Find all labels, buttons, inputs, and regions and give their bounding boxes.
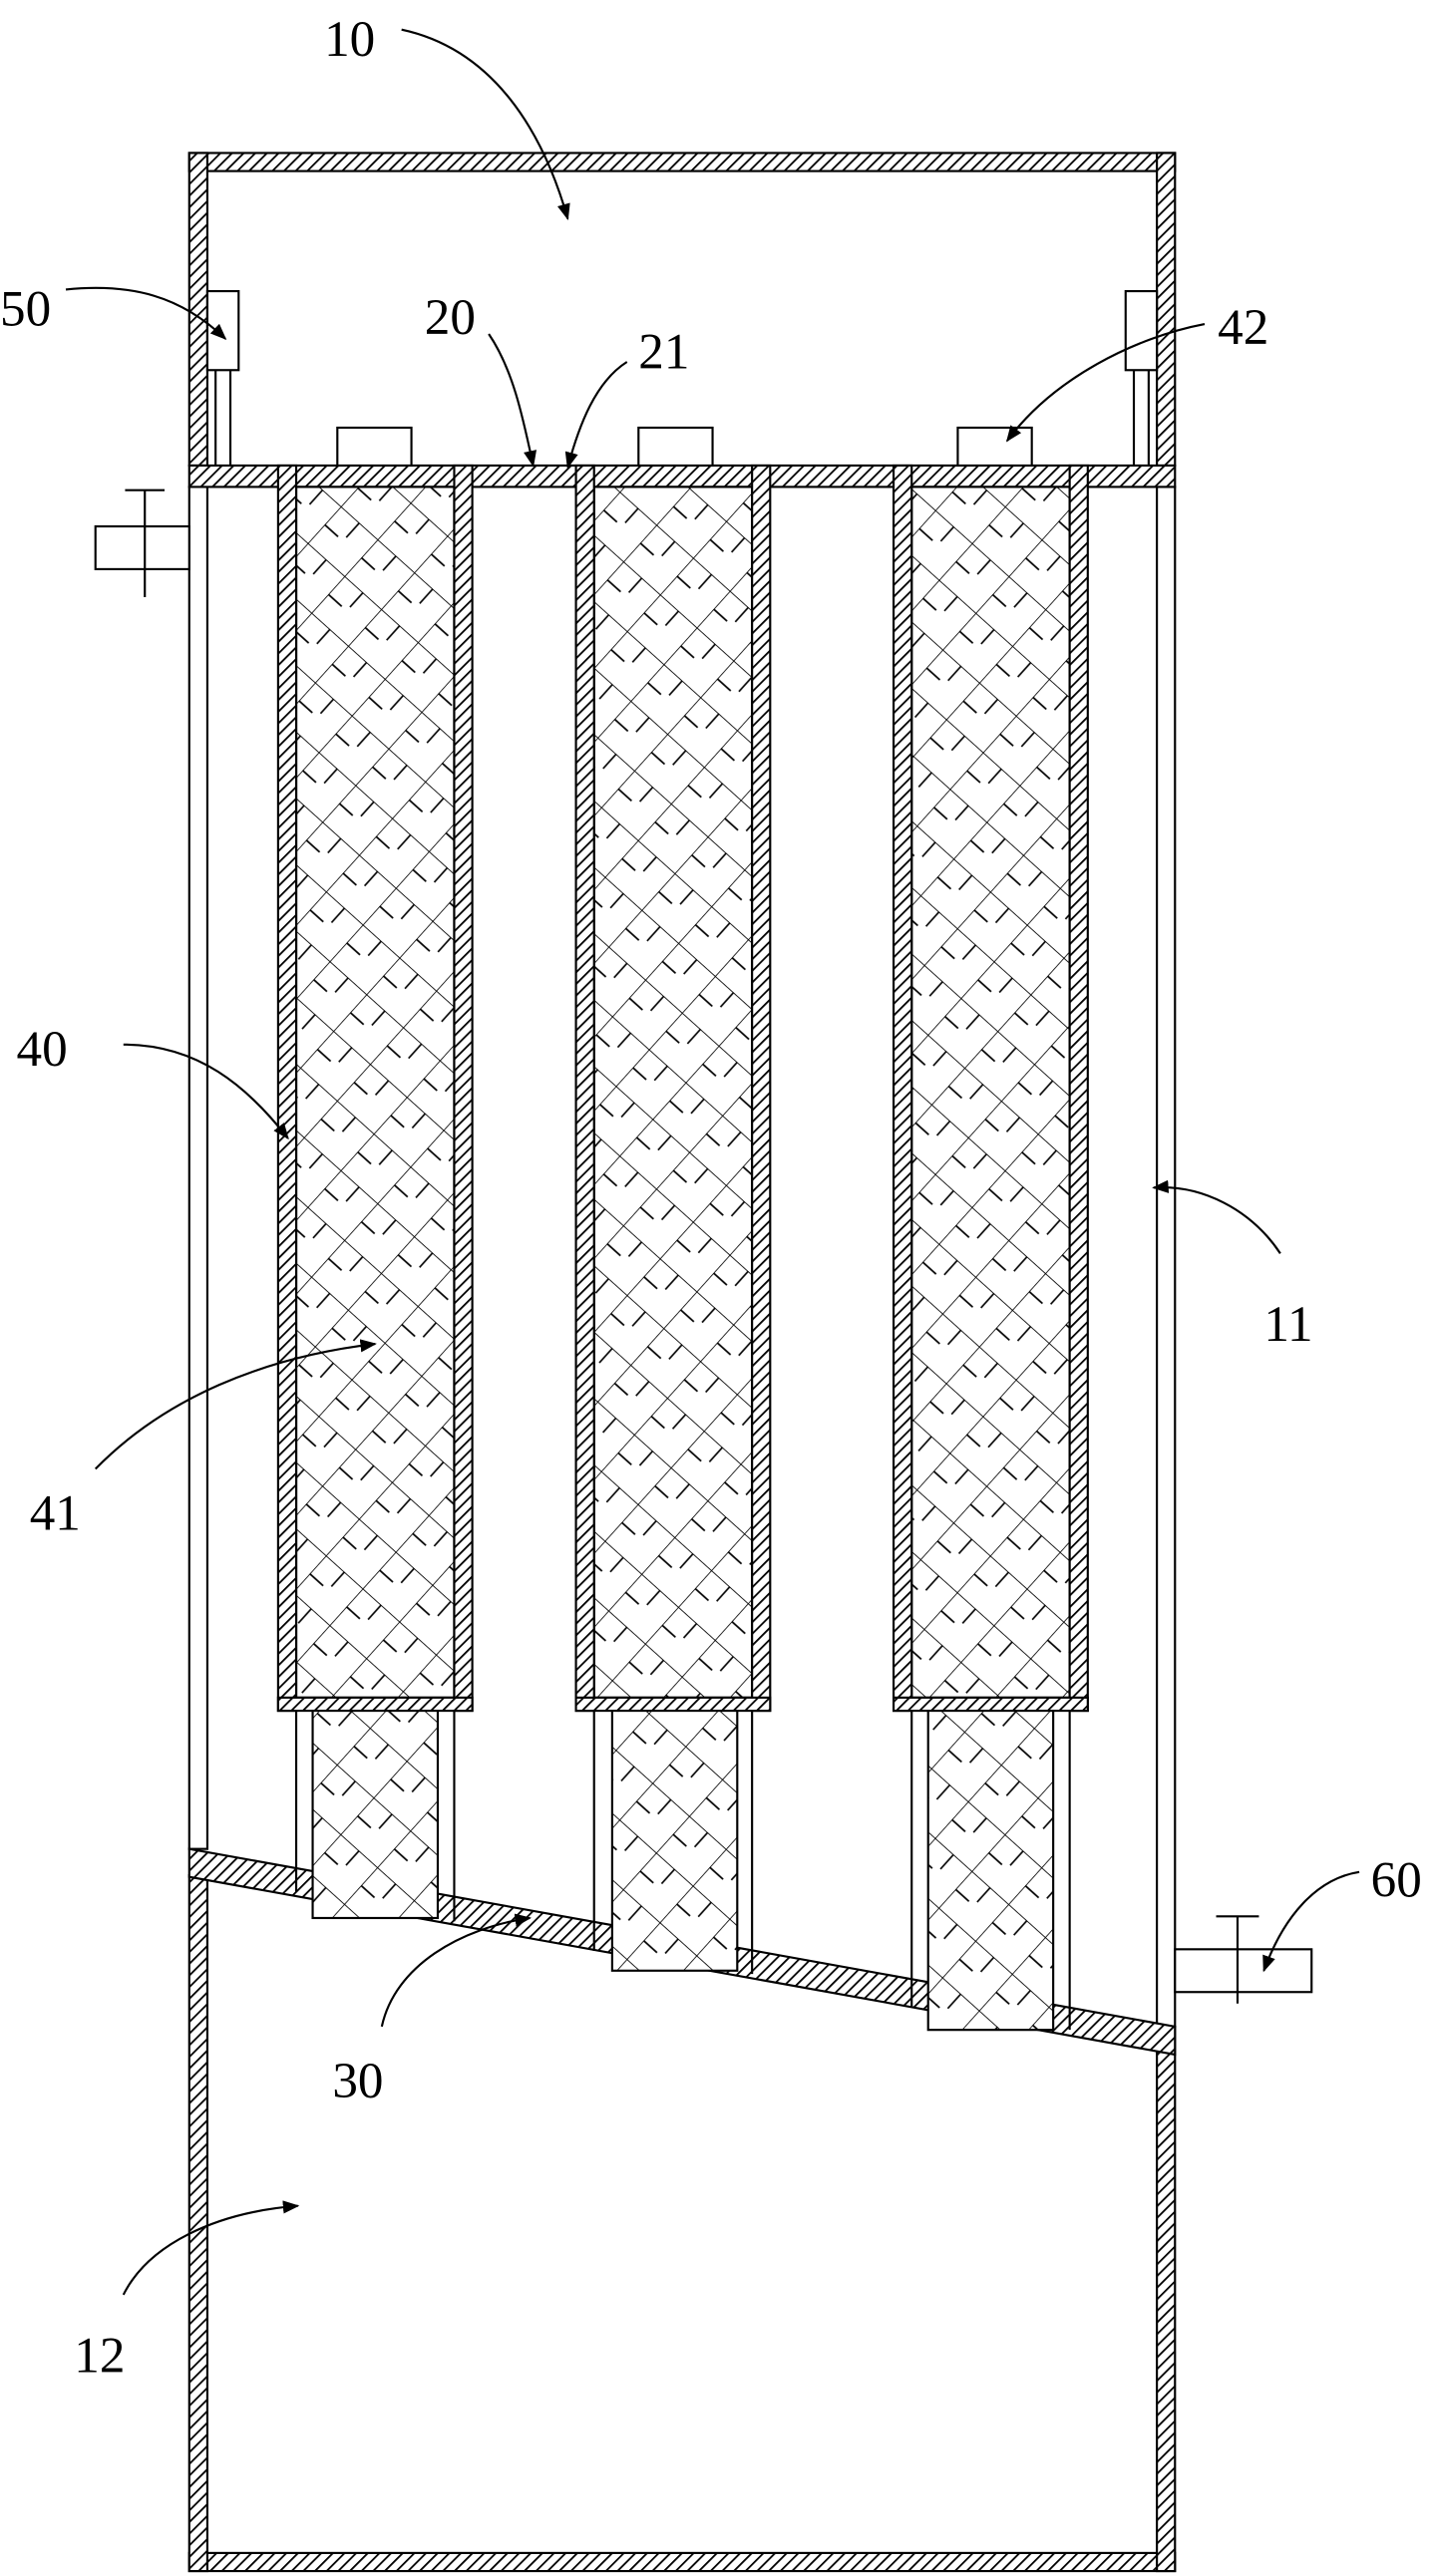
filter-wall-right-3 (1068, 464, 1089, 1713)
label-41: 41 (30, 1485, 81, 1542)
housing-right-lower-wall (1156, 2025, 1177, 2573)
housing-right-middle-wall (1156, 485, 1177, 2028)
filter-cap-2 (637, 426, 714, 468)
leader-50 (65, 286, 227, 341)
filter-element-3 (893, 426, 1089, 2032)
filter-mesh-2 (592, 485, 754, 1699)
filter-cap-3 (956, 426, 1033, 468)
filter-wall-left-1 (276, 464, 298, 1713)
housing-top-wall (187, 152, 1177, 172)
filter-element-2 (574, 426, 772, 1975)
filter-wall-left-3 (893, 464, 913, 1713)
filter-wall-right-2 (751, 464, 772, 1713)
label-12: 12 (74, 2327, 125, 2384)
filter-base-2 (574, 1696, 772, 1713)
tube-sheet-plate (187, 464, 1177, 488)
housing-left-lower-wall (187, 1874, 209, 2573)
outlet-pipe (1174, 1915, 1313, 2004)
label-40: 40 (17, 1021, 68, 1078)
label-11: 11 (1263, 1296, 1312, 1353)
label-30: 30 (332, 2053, 383, 2109)
housing-right-upper-wall (1156, 152, 1177, 468)
filter-stem-1 (311, 1709, 440, 1920)
leader-30 (380, 1913, 533, 2028)
leader-20 (488, 333, 538, 468)
leader-11 (1152, 1179, 1281, 1254)
label-20: 20 (425, 289, 476, 346)
leader-lines (65, 28, 1360, 2296)
inlet-pipe (94, 488, 190, 597)
label-60: 60 (1371, 1852, 1422, 1909)
label-42: 42 (1218, 299, 1268, 356)
label-50: 50 (0, 281, 51, 338)
left-bracket-body (205, 289, 240, 372)
tube-sheet (187, 464, 1177, 488)
filter-element-1 (276, 426, 474, 1922)
filter-wall-right-1 (453, 464, 474, 1713)
leader-12 (122, 2200, 300, 2296)
filter-mesh-1 (294, 485, 456, 1699)
filter-base-3 (893, 1696, 1089, 1713)
left-bracket (205, 289, 240, 466)
label-10: 10 (324, 11, 375, 68)
filter-stem-3 (926, 1709, 1055, 2032)
leader-21 (564, 361, 628, 470)
outer-housing (187, 152, 1177, 2573)
right-bracket-body (1124, 289, 1159, 372)
leader-42 (1005, 323, 1206, 443)
housing-bottom-wall (187, 2551, 1177, 2573)
right-bracket (1124, 289, 1159, 466)
filter-wall-left-2 (574, 464, 595, 1713)
leader-60 (1262, 1870, 1360, 1973)
reference-labels: 10 50 20 21 42 40 11 41 60 30 12 (0, 11, 1422, 2384)
filter-cap-1 (336, 426, 413, 468)
housing-left-middle-wall (187, 485, 209, 1850)
filter-base-1 (276, 1696, 474, 1713)
label-21: 21 (638, 324, 689, 381)
filter-stem-2 (610, 1709, 739, 1972)
leader-10 (401, 28, 570, 221)
filter-mesh-3 (910, 485, 1071, 1699)
housing-left-upper-wall (187, 152, 209, 468)
leader-40 (123, 1043, 289, 1140)
leader-41 (94, 1339, 377, 1470)
